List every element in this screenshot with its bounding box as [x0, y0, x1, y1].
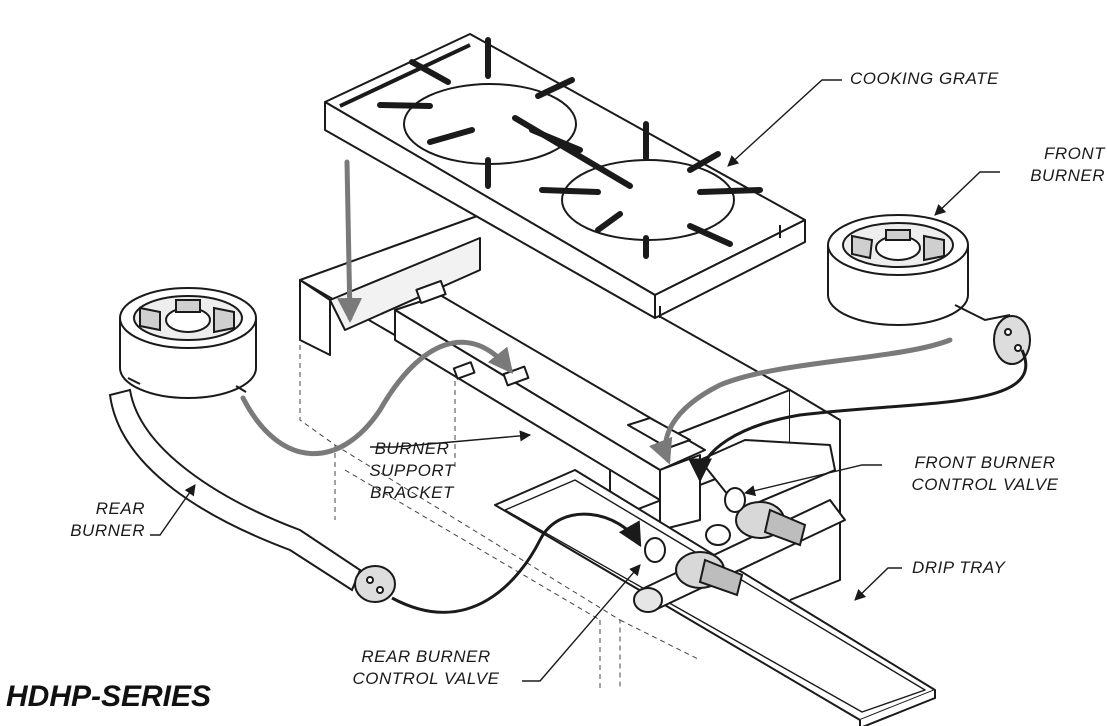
label-rear-burner-line1: REAR [95, 499, 145, 518]
label-burner-support-bracket-line2: SUPPORT [369, 461, 455, 480]
label-burner-support-bracket-line1: BURNER [374, 439, 450, 458]
label-front-burner: FRONT BURNER [1005, 143, 1105, 187]
series-title: HDHP-SERIES [6, 680, 212, 713]
front-burner-control-valve [724, 487, 807, 547]
label-front-burner-line1: FRONT [1043, 144, 1105, 163]
label-cooking-grate: COOKING GRATE [850, 68, 999, 90]
label-rear-burner-control-valve-line2: CONTROL VALVE [352, 669, 500, 688]
label-rear-burner-line2: BURNER [70, 521, 145, 540]
drip-tray [494, 469, 936, 726]
label-rear-burner: REAR BURNER [50, 498, 145, 542]
rear-burner [108, 287, 396, 603]
label-cooking-grate-text: COOKING GRATE [850, 69, 999, 88]
label-front-burner-control-valve: FRONT BURNER CONTROL VALVE [885, 452, 1085, 496]
label-burner-support-bracket-line3: BRACKET [370, 483, 454, 502]
label-drip-tray-text: DRIP TRAY [912, 558, 1006, 577]
assembly-arrows [240, 159, 953, 465]
rear-burner-control-valve [644, 524, 744, 597]
label-rear-burner-control-valve: REAR BURNER CONTROL VALVE [328, 646, 524, 690]
label-front-burner-line2: BURNER [1030, 166, 1105, 185]
front-burner [827, 214, 1031, 365]
label-front-burner-control-valve-line1: FRONT BURNER [914, 453, 1056, 472]
label-drip-tray: DRIP TRAY [912, 557, 1005, 579]
callout-leaders [150, 79, 1000, 682]
label-rear-burner-control-valve-line1: REAR BURNER [361, 647, 491, 666]
label-burner-support-bracket: BURNER SUPPORT BRACKET [352, 438, 472, 504]
label-front-burner-control-valve-line2: CONTROL VALVE [911, 475, 1059, 494]
gas-connector-lines [391, 349, 1028, 614]
cooking-grate [324, 33, 806, 319]
